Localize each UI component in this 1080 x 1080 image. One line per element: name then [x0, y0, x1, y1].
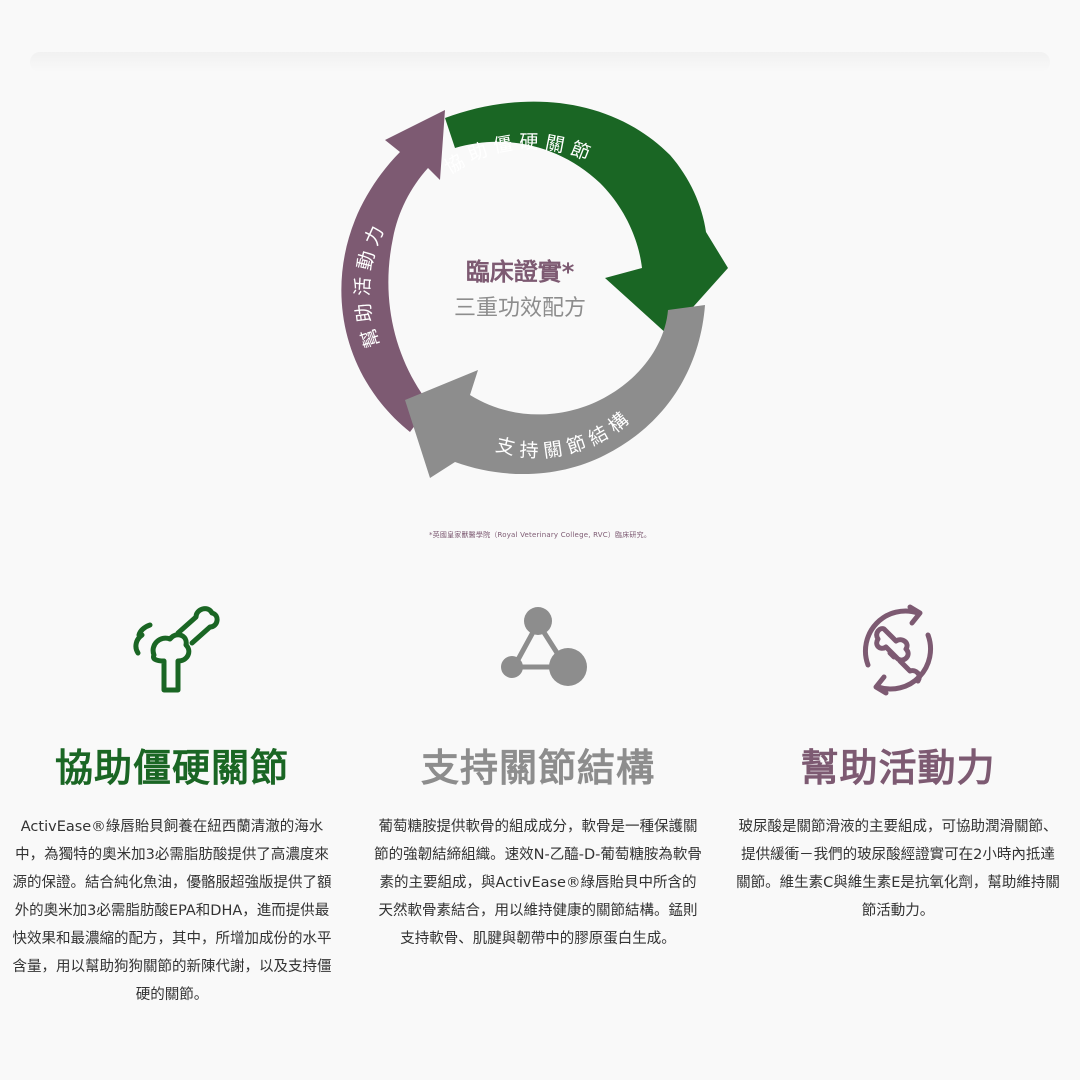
- joint-cycle-icon: [862, 604, 934, 696]
- feature-title: 幫助活動力: [800, 746, 996, 790]
- feature-title: 支持關節結構: [420, 746, 655, 790]
- feature-body: ActivEase®綠唇貽貝飼養在紐西蘭清澈的海水中，為獨特的奧米加3必需脂肪酸…: [12, 819, 332, 1003]
- center-title: 臨床證實*: [466, 258, 575, 286]
- feature-stiff-joints: 協助僵硬關節 ActivEase®綠唇貽貝飼養在紐西蘭清澈的海水中，為獨特的奧米…: [2, 595, 342, 1009]
- top-divider: [30, 52, 1050, 72]
- feature-mobility: 幫助活動力 玻尿酸是關節滑液的主要組成，可協助潤滑關節、提供緩衝－我們的玻尿酸經…: [728, 595, 1068, 925]
- feature-title: 協助僵硬關節: [54, 746, 289, 790]
- feature-joint-structure: 支持關節結構 葡萄糖胺提供軟骨的組成成分，軟骨是一種保護關節的強韌結締組織。速效…: [368, 595, 708, 953]
- purple-arrow: [341, 110, 445, 432]
- footnote: *英國皇家獸醫學院（Royal Veterinary College, RVC）…: [428, 531, 652, 539]
- triple-effect-cycle-diagram: 協助僵硬關節 支持關節結構 幫助活動力 臨床證實* 三重功效配方: [341, 101, 728, 478]
- feature-body: 葡萄糖胺提供軟骨的組成成分，軟骨是一種保護關節的強韌結締組織。速效N-乙醯-D-…: [374, 819, 702, 947]
- joint-bone-icon: [133, 606, 220, 693]
- green-arrow: [445, 101, 728, 335]
- feature-body: 玻尿酸是關節滑液的主要組成，可協助潤滑關節、提供緩衝－我們的玻尿酸經證實可在2小…: [736, 819, 1060, 919]
- grey-arrow: [405, 305, 705, 478]
- center-subtitle: 三重功效配方: [454, 296, 586, 321]
- molecule-icon: [501, 607, 587, 686]
